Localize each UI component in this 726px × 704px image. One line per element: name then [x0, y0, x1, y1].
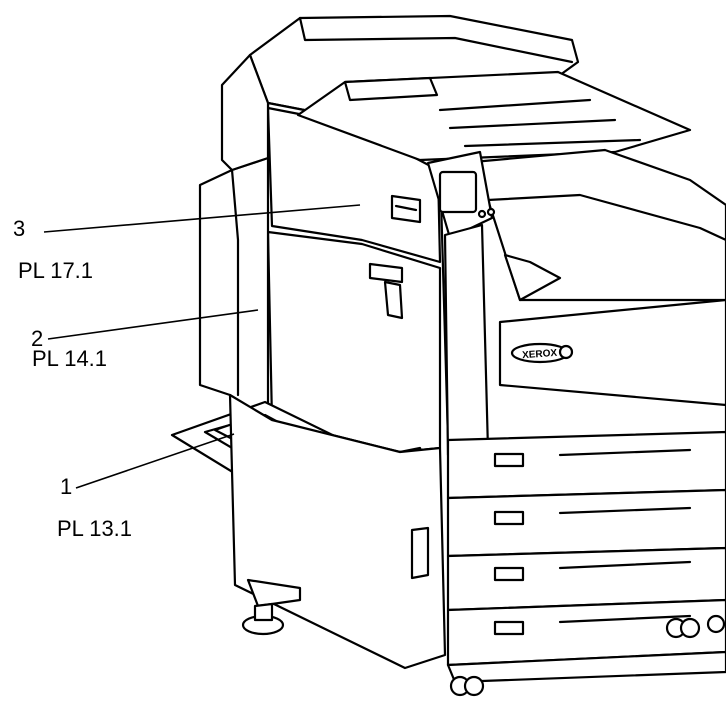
callout-1-leader: [75, 433, 235, 489]
drawer-handle: [493, 510, 525, 526]
output-tray-stop: [343, 76, 439, 102]
door-handle-base: [383, 280, 404, 320]
stabilizer-arm: [246, 578, 302, 608]
stabilizer-stem: [253, 602, 274, 622]
xerox-logo-icon: [558, 344, 574, 360]
panel-stem: [443, 223, 490, 457]
paper-drawer-2: [446, 488, 726, 558]
caster-wheel: [679, 617, 701, 639]
rear-frame: [220, 53, 270, 172]
cover-lid-line: [298, 16, 574, 64]
drawer-handle: [493, 452, 525, 468]
drawer-slot: [558, 614, 692, 624]
callout-2-ref: PL 14.1: [32, 346, 108, 371]
drawer-slot: [558, 506, 692, 515]
paper-drawer-1: [446, 430, 726, 500]
drawer-slot: [558, 448, 692, 457]
panel-button: [477, 209, 487, 219]
door-handle: [368, 262, 404, 284]
tray-rib: [463, 138, 642, 148]
drawer-handle: [493, 620, 525, 636]
paper-drawer-4: [446, 598, 726, 667]
front-panel: [498, 298, 726, 407]
tray-rib: [438, 98, 592, 112]
callout-2-leader: [47, 309, 259, 340]
callout-1-number: 1: [60, 474, 73, 499]
drawer-slot: [558, 560, 692, 570]
cover-latch-line: [394, 204, 418, 212]
drawer-handle: [493, 566, 525, 582]
panel-button: [486, 207, 496, 217]
callout-3-number: 3: [13, 216, 26, 241]
base: [446, 650, 726, 684]
touch-screen: [438, 170, 478, 214]
callout-3-ref: PL 17.1: [18, 258, 94, 283]
callout-1-ref: PL 13.1: [57, 516, 133, 541]
body-shelf-inner: [503, 253, 562, 302]
caster-wheel: [463, 675, 485, 697]
left-frame-inner: [230, 168, 240, 397]
callout-2-number: 2: [31, 326, 44, 351]
tray-rib: [448, 118, 617, 130]
callout-3-leader: [43, 204, 361, 233]
xerox-brand-text: XEROX: [522, 348, 558, 361]
side-latch: [410, 526, 430, 580]
caster-wheel: [706, 614, 726, 634]
